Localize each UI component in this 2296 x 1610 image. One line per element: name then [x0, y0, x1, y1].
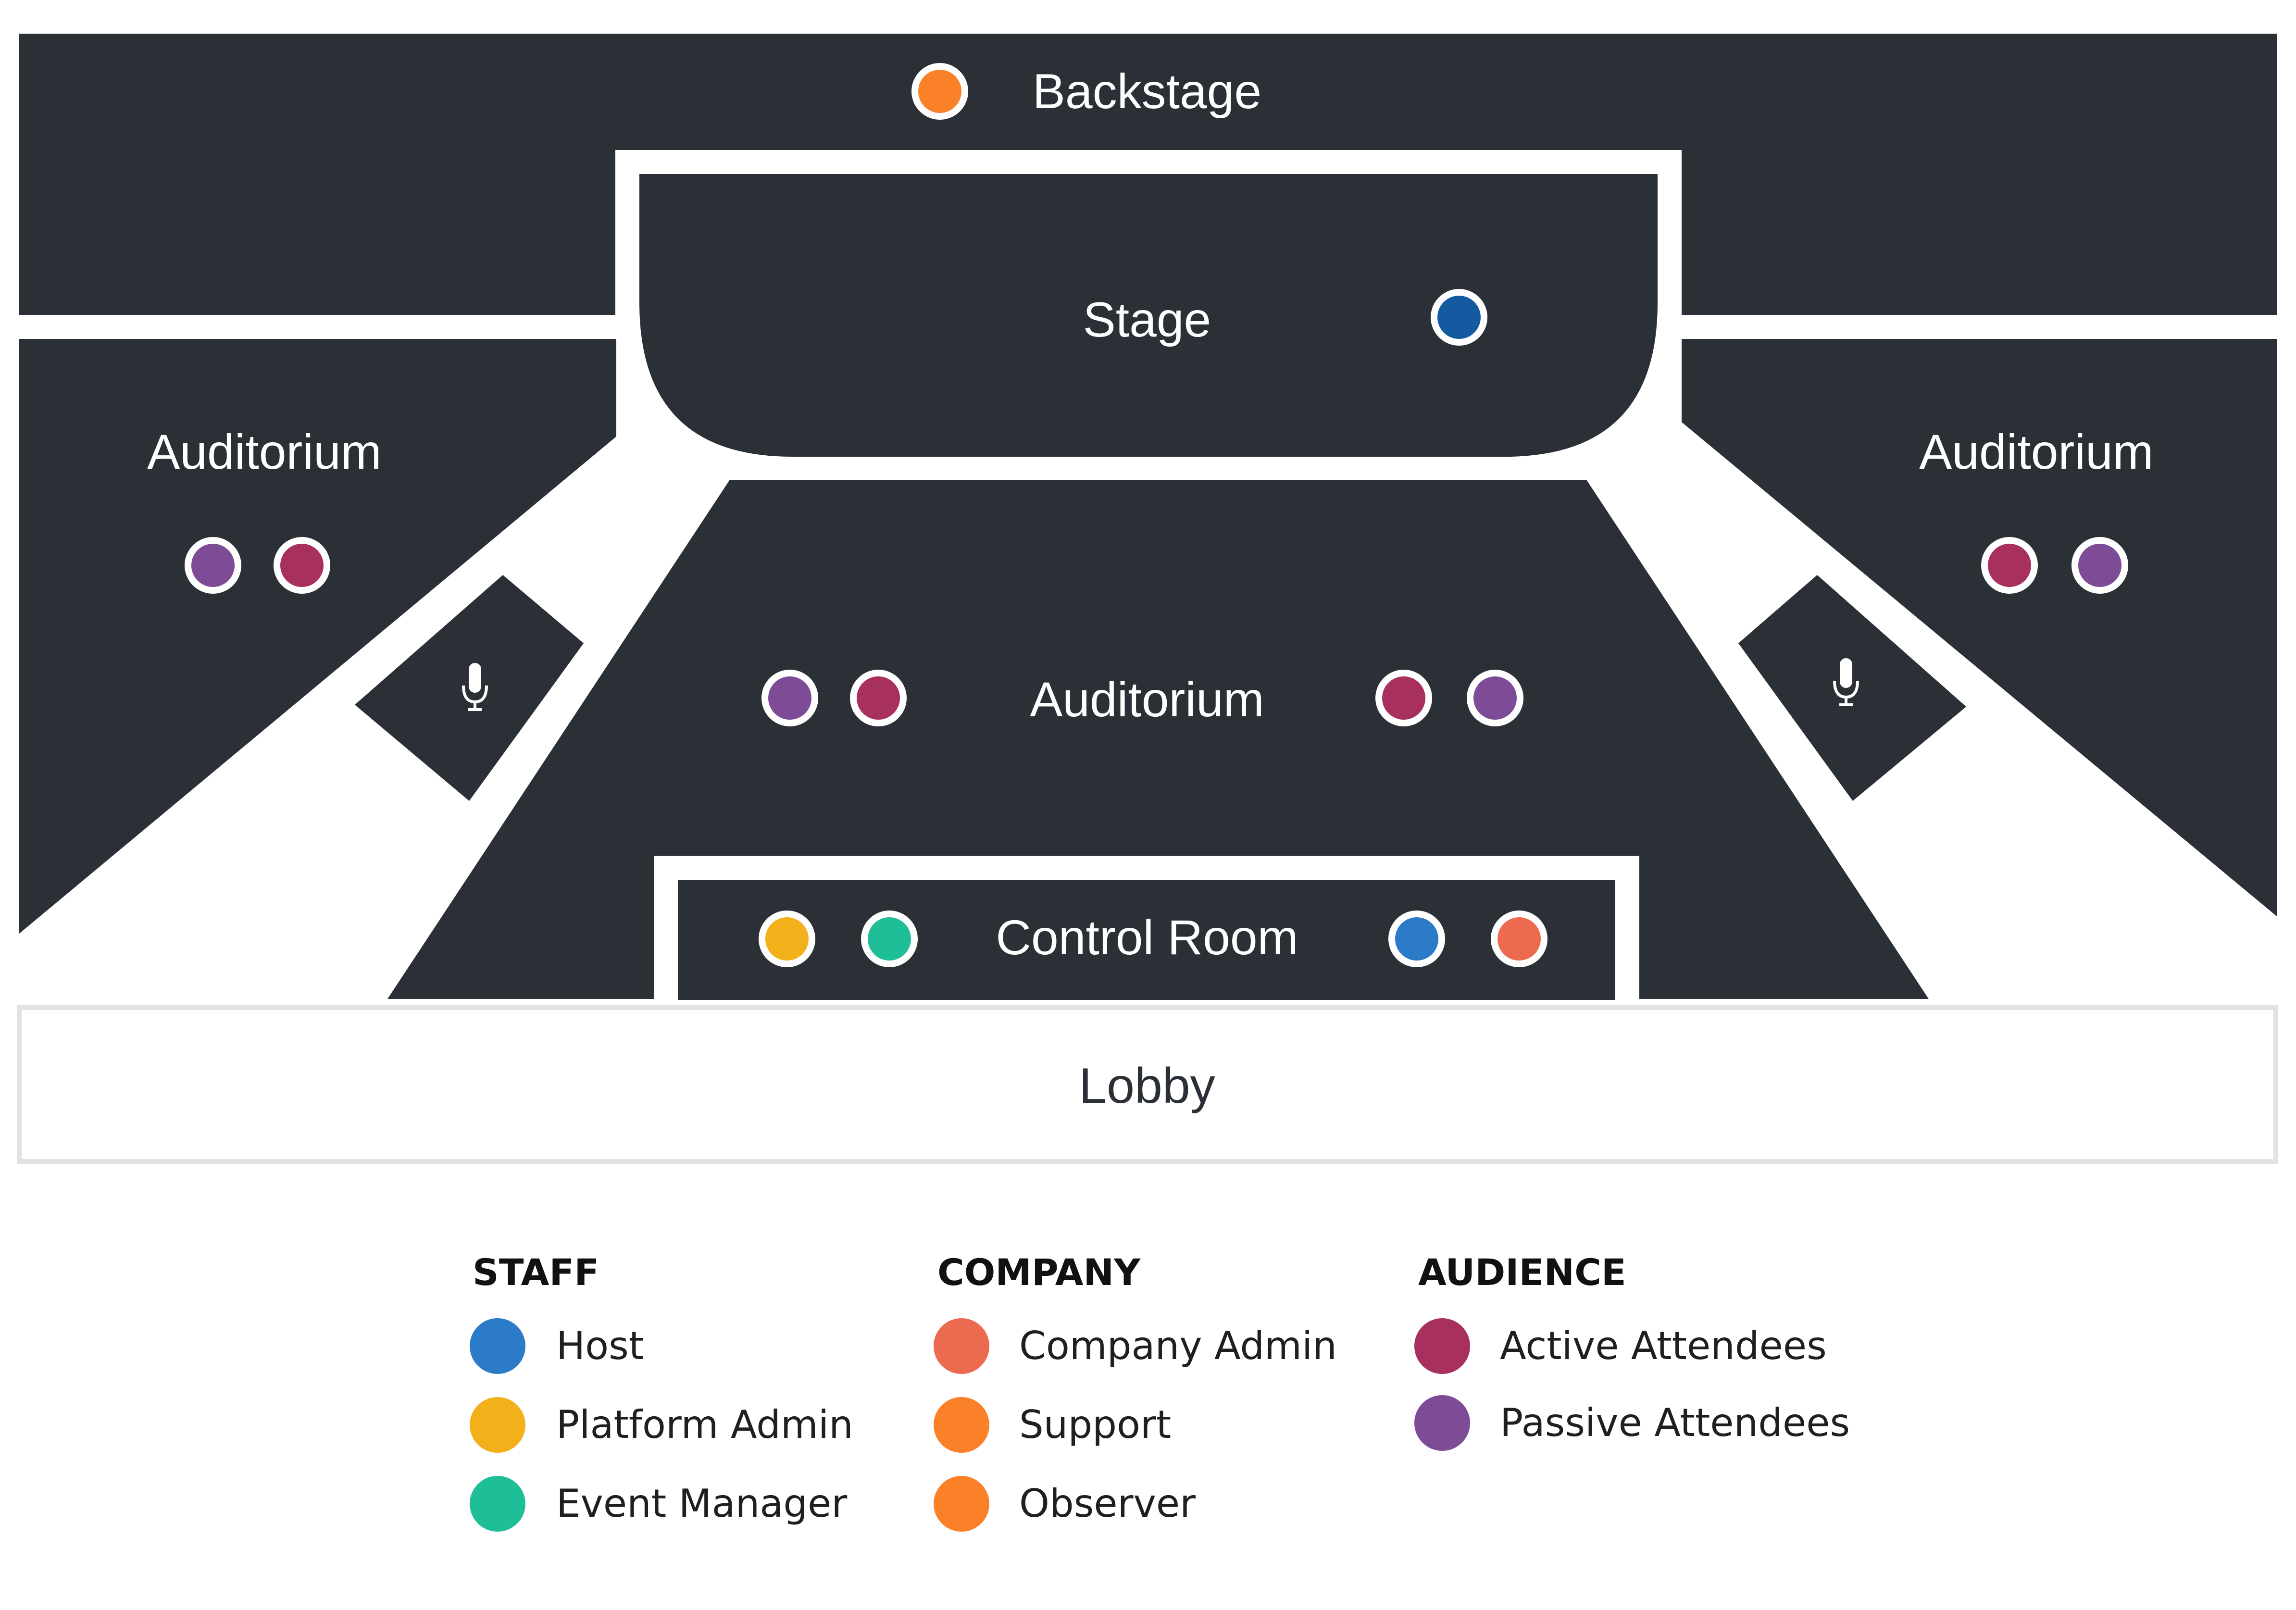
event-manager-marker[interactable]: [861, 911, 918, 967]
microphone-icon: [462, 663, 488, 711]
legend-swatch-company-admin: [934, 1318, 989, 1374]
legend-label-active-attendees: Active Attendees: [1500, 1323, 1827, 1368]
legend-swatch-platform-admin: [470, 1397, 525, 1453]
stage-host-marker[interactable]: [1431, 289, 1487, 346]
legend-label-platform-admin: Platform Admin: [556, 1402, 853, 1447]
legend-swatch-event-manager: [470, 1476, 525, 1532]
backstage-support-marker[interactable]: [911, 63, 968, 120]
host-marker[interactable]: [1388, 911, 1445, 967]
lobby-room[interactable]: [17, 1005, 2278, 1164]
legend-swatch-host: [470, 1318, 525, 1374]
lobby-label: Lobby: [1079, 1058, 1215, 1114]
legend-label-host: Host: [556, 1323, 644, 1368]
active-attendee-marker[interactable]: [1981, 537, 2038, 594]
company-admin-marker[interactable]: [1491, 911, 1547, 967]
active-attendee-marker[interactable]: [850, 670, 907, 726]
auditorium-left-room[interactable]: [19, 339, 616, 934]
control-room-label: Control Room: [996, 910, 1298, 965]
participant-markers: [185, 63, 2128, 967]
auditorium-center-label: Auditorium: [1030, 672, 1264, 727]
auditorium-left-label: Auditorium: [147, 424, 382, 479]
passive-attendee-marker[interactable]: [1467, 670, 1523, 726]
active-attendee-marker[interactable]: [274, 537, 330, 594]
backstage-label: Backstage: [1033, 64, 1261, 119]
legend-swatch-passive-attendees: [1414, 1395, 1470, 1451]
legend-swatch-observer: [934, 1476, 989, 1532]
legend-company-title: COMPANY: [937, 1251, 1141, 1294]
stage-room[interactable]: [639, 174, 1658, 457]
platform-admin-marker[interactable]: [759, 911, 815, 967]
passive-attendee-marker[interactable]: [761, 670, 818, 726]
legend-swatch-support: [934, 1397, 989, 1453]
legend-staff-title: STAFF: [473, 1251, 599, 1294]
passive-attendee-marker[interactable]: [185, 537, 241, 594]
legend-audience-title: AUDIENCE: [1418, 1251, 1626, 1294]
legend-label-support: Support: [1019, 1402, 1171, 1447]
legend-label-passive-attendees: Passive Attendees: [1500, 1400, 1850, 1445]
auditorium-right-room[interactable]: [1682, 339, 2277, 916]
legend-label-company-admin: Company Admin: [1019, 1323, 1337, 1368]
legend-label-observer: Observer: [1019, 1481, 1196, 1526]
control-room[interactable]: [678, 880, 1615, 1000]
active-attendee-marker[interactable]: [1375, 670, 1432, 726]
auditorium-right-label: Auditorium: [1919, 424, 2154, 479]
mic-stand-right[interactable]: [1738, 575, 1966, 801]
legend-label-event-manager: Event Manager: [556, 1481, 847, 1526]
microphone-icon: [1833, 658, 1859, 706]
backstage-room[interactable]: [19, 34, 2277, 315]
stage-label: Stage: [1083, 292, 1211, 347]
passive-attendee-marker[interactable]: [2071, 537, 2128, 594]
legend-swatch-active-attendees: [1414, 1318, 1470, 1374]
